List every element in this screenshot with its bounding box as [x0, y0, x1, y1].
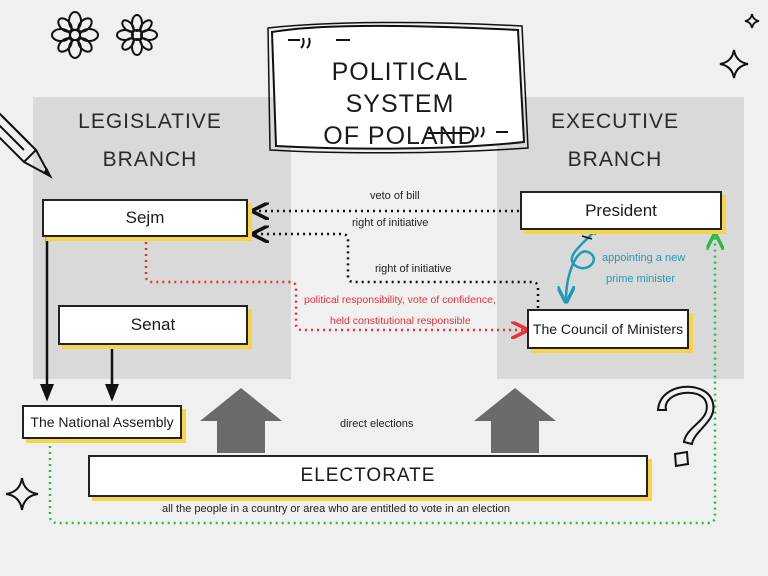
- legislative-branch-title: LEGISLATIVE BRANCH: [78, 110, 222, 171]
- executive-branch-title: EXECUTIVE BRANCH: [550, 110, 680, 171]
- sejm-box: Sejm: [42, 199, 248, 237]
- council-box: The Council of Ministers: [527, 309, 689, 349]
- president-box: President: [520, 191, 722, 230]
- flower-icon-small: [116, 14, 158, 56]
- appointing-arrow: [566, 231, 595, 300]
- sparkle-icon: [719, 49, 749, 79]
- election-president-arrow: [48, 236, 715, 525]
- sparkle-icon-small: [744, 13, 760, 29]
- responsibility-label-1: political responsibility, vote of confid…: [304, 294, 496, 306]
- title-frame: [267, 21, 529, 154]
- national-assembly-box: The National Assembly: [22, 405, 182, 439]
- up-arrow-right: [474, 388, 556, 453]
- title-line-2: OF POLAND: [323, 122, 477, 150]
- senat-box: Senat: [58, 305, 248, 345]
- electorate-definition: all the people in a country or area who …: [162, 503, 510, 515]
- page-title: POLITICAL SYSTEM OF POLAND: [280, 56, 520, 152]
- initiative-arrow: [255, 234, 540, 308]
- sparkle-icon-left: [5, 477, 39, 511]
- flower-icon: [51, 11, 99, 59]
- electorate-box: ELECTORATE: [88, 455, 648, 497]
- appointing-label-2: prime minister: [606, 273, 676, 285]
- pencil-icon: [0, 112, 53, 179]
- appointing-label-1: appointing a new: [602, 252, 686, 264]
- initiative-council-label: right of initiative: [375, 263, 452, 275]
- responsibility-arrow: [144, 242, 525, 330]
- direct-elections-label: direct elections: [340, 418, 414, 430]
- initiative-president-label: right of initiative: [352, 217, 429, 229]
- up-arrow-left: [200, 388, 282, 453]
- title-line-1: POLITICAL SYSTEM: [331, 58, 469, 118]
- question-mark-icon: [656, 385, 715, 468]
- veto-label: veto of bill: [370, 190, 420, 202]
- responsibility-label-2: held constitutional responsible: [330, 315, 471, 327]
